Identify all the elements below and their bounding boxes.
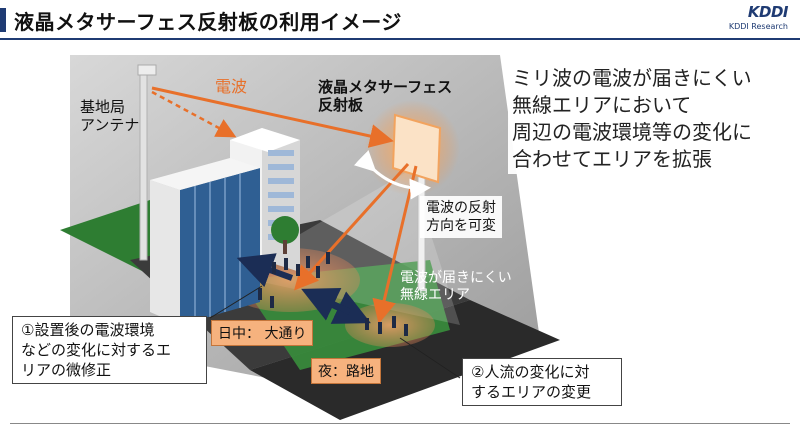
callout-1: ①設置後の電波環境 などの変化に対するエ リアの微修正	[12, 316, 207, 384]
callout-2: ②人流の変化に対 するエリアの変更	[462, 358, 622, 406]
direction-label: 電波の反射 方向を可変	[420, 196, 502, 238]
tall-building-roof	[230, 128, 300, 152]
key-message-line1: ミリ波の電波が届きにくい	[512, 66, 752, 90]
key-message-line2: 無線エリアにおいて	[512, 93, 692, 117]
callout1-pointer	[209, 285, 263, 319]
page-title: 液晶メタサーフェス反射板の利用イメージ	[14, 10, 402, 34]
header: 液晶メタサーフェス反射板の利用イメージ KDDI KDDI Research	[0, 0, 800, 40]
crowd-flow-arrow-mid-back	[301, 288, 352, 321]
direction-change-arrow	[353, 150, 431, 200]
callout-1-line3: リアの微修正	[21, 361, 112, 379]
tree-trunk	[283, 240, 287, 254]
glass-building-front	[180, 168, 260, 325]
callout-1-line1: ①設置後の電波環境	[21, 321, 155, 339]
base-station-label-line2: アンテナ	[80, 116, 140, 134]
direction-label-line1: 電波の反射	[426, 200, 496, 216]
wave-arrow-antenna-to-building	[151, 90, 237, 138]
kddi-logo: KDDI KDDI Research	[706, 3, 789, 36]
callout-2-line2: するエリアの変更	[471, 383, 592, 401]
reflector-label-line1: 液晶メタサーフェス	[318, 78, 453, 96]
crowd-flow-arrow-left	[236, 253, 294, 288]
logo-subtitle: KDDI Research	[728, 22, 788, 31]
weak-area-label-line2: 無線エリア	[400, 287, 470, 303]
callout-2-line1: ②人流の変化に対	[471, 363, 590, 381]
antenna-head	[137, 64, 157, 76]
day-tag: 日中： 大通り	[211, 320, 314, 346]
key-message: ミリ波の電波が届きにくい 無線エリアにおいて 周辺の電波環境等の変化に 合わせて…	[508, 64, 756, 174]
reflector-label-line2: 反射板	[318, 96, 364, 114]
scene-svg	[60, 55, 560, 420]
key-message-line4: 合わせてエリアを拡張	[512, 147, 712, 171]
glass-building-roof	[150, 158, 260, 190]
header-accent-bar	[0, 8, 6, 32]
callout2-pointer	[399, 337, 461, 379]
wave-label: 電波	[215, 77, 248, 96]
footer-rule	[10, 423, 790, 424]
callout-1-line2: などの変化に対するエ	[21, 341, 172, 359]
night-tag: 夜：路地	[311, 358, 381, 384]
antenna-pole	[139, 69, 148, 261]
coverage-spot-night	[345, 303, 435, 347]
logo-mark: KDDI	[747, 3, 789, 21]
base-station-label: 基地局 アンテナ	[80, 98, 139, 134]
glass-building-side	[150, 180, 180, 325]
pedestrians	[258, 252, 408, 336]
glass-building-grid	[194, 174, 241, 321]
direction-label-line2: 方向を可変	[426, 218, 496, 234]
key-message-line3: 周辺の電波環境等の変化に	[512, 120, 752, 144]
reflector-label: 液晶メタサーフェス 反射板	[318, 78, 452, 114]
base-station-label-line1: 基地局	[80, 98, 126, 116]
header-rule	[0, 38, 800, 40]
usage-illustration: 基地局 アンテナ 電波 液晶メタサーフェス 反射板 ミリ波の電波が届きにくい 無…	[0, 40, 800, 430]
alley-road	[250, 300, 560, 420]
tree	[271, 216, 299, 244]
weak-area-label-line1: 電波が届きにくい	[400, 270, 512, 286]
weak-area-label: 電波が届きにくい 無線エリア	[400, 270, 512, 304]
wave-arrow-antenna-to-reflector	[151, 86, 394, 148]
